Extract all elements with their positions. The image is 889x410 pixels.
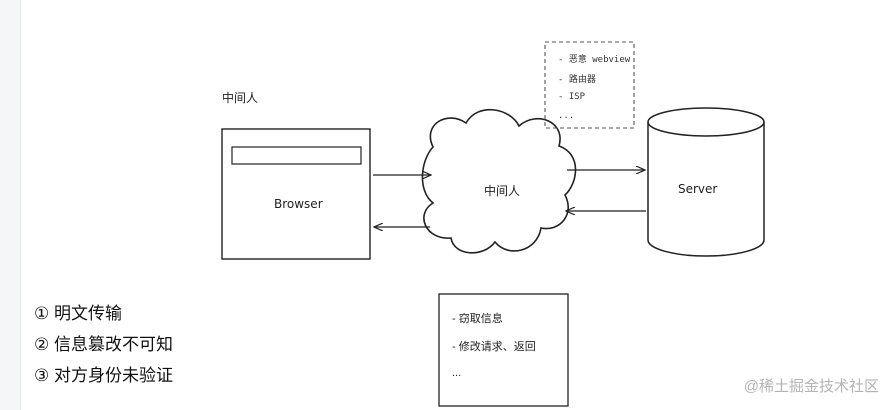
risk-item: ③ 对方身份未验证 bbox=[34, 366, 173, 385]
entity-item: - ISP bbox=[558, 92, 586, 102]
left-margin-strip bbox=[0, 0, 21, 410]
server-cylinder bbox=[647, 107, 765, 257]
risk-item: ② 信息篡改不可知 bbox=[34, 335, 173, 354]
mitm-actions-box bbox=[438, 293, 569, 407]
entity-item: - 路由器 bbox=[558, 75, 596, 85]
entity-item: ... bbox=[558, 111, 575, 121]
action-item: - 窃取信息 bbox=[452, 313, 503, 325]
action-item: ... bbox=[452, 367, 462, 379]
watermark: @稀土掘金技术社区 bbox=[743, 378, 879, 395]
cloud-label: 中间人 bbox=[484, 184, 521, 198]
risk-item: ① 明文传输 bbox=[34, 304, 122, 323]
mitm-entities-box bbox=[544, 41, 635, 129]
browser-address-bar bbox=[231, 146, 362, 165]
mitm-title-label: 中间人 bbox=[222, 91, 259, 105]
server-label: Server bbox=[678, 182, 718, 196]
browser-label: Browser bbox=[274, 197, 323, 211]
browser-window bbox=[221, 128, 371, 260]
risk-list: ① 明文传输 ② 信息篡改不可知 ③ 对方身份未验证 bbox=[34, 298, 173, 391]
entity-item: - 恶意 webview bbox=[558, 55, 631, 65]
action-item: - 修改请求、返回 bbox=[452, 341, 536, 353]
mitm-cloud bbox=[421, 108, 577, 254]
